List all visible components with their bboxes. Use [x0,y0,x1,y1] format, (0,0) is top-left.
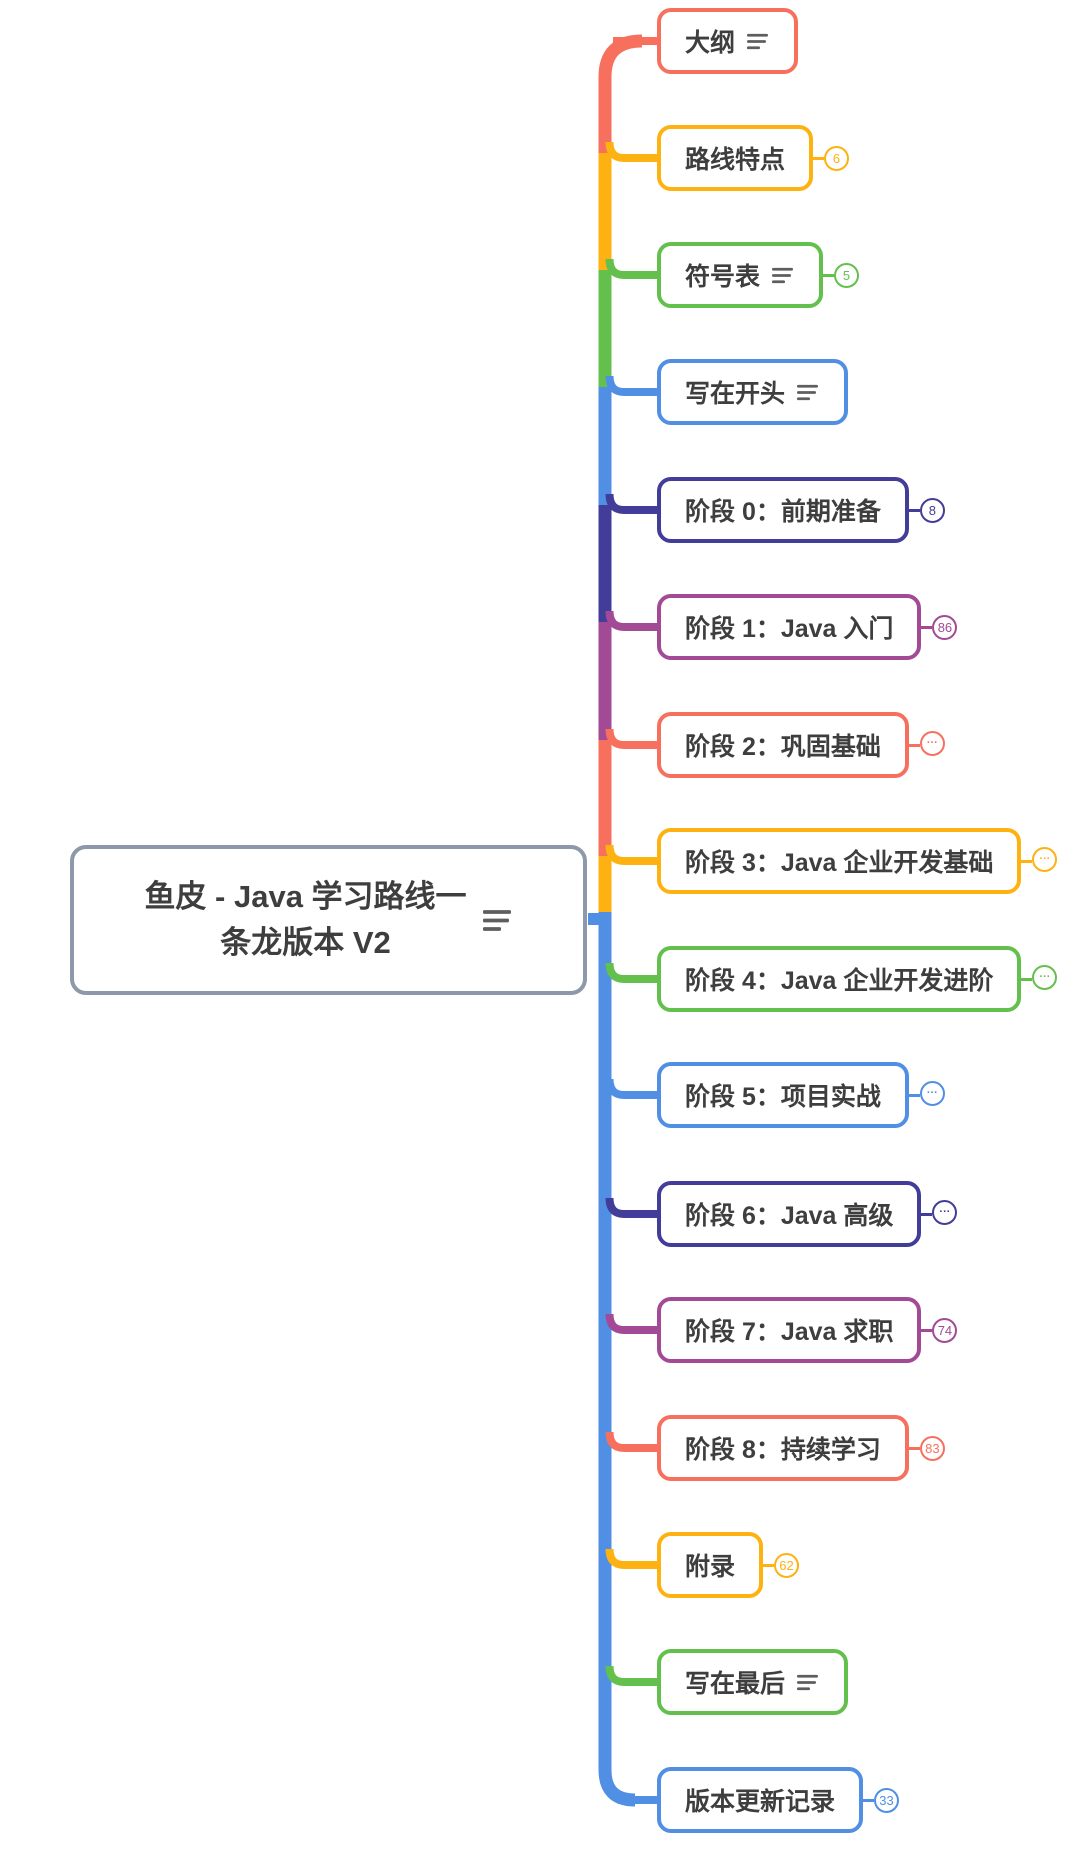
collapsed-badge[interactable]: ··· [1032,846,1058,872]
badge-connector [921,1328,933,1332]
node-label: 大纲 [685,29,736,57]
branch-row: 阶段 3：Java 企业开发基础 ··· [657,828,1058,894]
node-label: 阶段 7：Java 求职 [685,1318,894,1346]
count-badge[interactable]: 6 [824,145,850,171]
count-badge[interactable]: 8 [919,497,945,523]
root-label-line1: 鱼皮 - Java 学习路线一 [144,878,467,914]
count-badge[interactable]: 62 [774,1552,800,1578]
branch-row: 阶段 7：Java 求职 74 [657,1297,958,1363]
branch-row: 阶段 4：Java 企业开发进阶 ··· [657,946,1058,1012]
mindmap-node[interactable]: 写在最后 [657,1649,849,1715]
node-label: 阶段 4：Java 企业开发进阶 [685,967,994,995]
branch-connector [605,258,661,279]
count-badge[interactable]: 86 [932,614,958,640]
branch-row: 写在最后 [657,1649,849,1715]
collapsed-badge[interactable]: ··· [1032,964,1058,990]
mindmap-node[interactable]: 附录 [657,1532,764,1598]
node-label: 附录 [685,1553,736,1581]
node-label: 符号表 [685,263,761,291]
note-icon[interactable] [797,384,820,401]
badge-connector [1021,977,1033,981]
branch-row: 阶段 2：巩固基础 ··· [657,712,945,778]
branch-row: 阶段 0：前期准备 8 [657,477,945,543]
branch-connector [605,844,661,865]
branch-row: 写在开头 [657,359,849,425]
branch-connector [605,141,661,162]
branch-connector [605,1197,661,1218]
mindmap-node[interactable]: 大纲 [657,8,799,74]
trunk-segment [598,34,643,153]
badge-connector [908,1446,920,1450]
note-icon[interactable] [772,267,795,284]
mindmap-node[interactable]: 阶段 3：Java 企业开发基础 [657,828,1022,894]
badge-connector [921,625,933,629]
branch-row: 阶段 1：Java 入门 86 [657,594,958,660]
note-icon[interactable] [797,1674,820,1691]
mindmap-node[interactable]: 符号表 [657,242,824,308]
node-label: 阶段 6：Java 高级 [685,1202,894,1230]
badge-connector [908,1093,920,1097]
mindmap-node[interactable]: 阶段 4：Java 企业开发进阶 [657,946,1022,1012]
node-label: 路线特点 [685,146,786,174]
branch-connector [605,1665,661,1686]
node-label: 写在最后 [685,1670,786,1698]
branch-row: 大纲 [657,8,799,74]
branch-connector [605,610,661,631]
badge-connector [921,1212,933,1216]
collapsed-badge[interactable]: ··· [932,1199,958,1225]
mindmap-node[interactable]: 路线特点 [657,125,814,191]
node-label: 写在开头 [685,380,786,408]
node-label: 版本更新记录 [685,1788,836,1816]
branch-row: 阶段 6：Java 高级 ··· [657,1181,958,1247]
badge-connector [863,1798,875,1802]
branch-connector [605,493,661,514]
node-label: 阶段 3：Java 企业开发基础 [685,849,994,877]
branch-row: 版本更新记录 33 [657,1767,900,1833]
count-badge[interactable]: 74 [932,1317,958,1343]
branch-row: 附录 62 [657,1532,800,1598]
mindmap-node[interactable]: 阶段 8：持续学习 [657,1415,909,1481]
branch-connector [605,962,661,983]
count-badge[interactable]: 5 [834,262,860,288]
badge-connector [823,273,835,277]
count-badge[interactable]: 33 [874,1787,900,1813]
branch-connector [605,1078,661,1099]
badge-connector [908,508,920,512]
branch-row: 阶段 5：项目实战 ··· [657,1062,945,1128]
branch-connector [605,728,661,749]
branch-row: 阶段 8：持续学习 83 [657,1415,945,1481]
badge-connector [813,156,825,160]
note-icon[interactable] [747,33,770,50]
mindmap-node[interactable]: 阶段 1：Java 入门 [657,594,922,660]
branch-connector [605,1548,661,1569]
badge-connector [908,743,920,747]
mindmap-node[interactable]: 阶段 0：前期准备 [657,477,909,543]
node-label: 阶段 2：巩固基础 [685,733,881,761]
count-badge[interactable]: 83 [919,1435,945,1461]
mindmap-node[interactable]: 阶段 7：Java 求职 [657,1297,922,1363]
badge-connector [763,1563,775,1567]
branch-row: 路线特点 6 [657,125,850,191]
note-icon[interactable] [482,909,513,932]
root-label: 鱼皮 - Java 学习路线一 条龙版本 V2 [144,874,466,967]
root-label-line2: 条龙版本 V2 [220,925,391,960]
mindmap-node[interactable]: 阶段 5：项目实战 [657,1062,909,1128]
node-label: 阶段 5：项目实战 [685,1083,881,1111]
mindmap-node[interactable]: 阶段 6：Java 高级 [657,1181,922,1247]
node-label: 阶段 1：Java 入门 [685,615,894,643]
mindmap-node[interactable]: 版本更新记录 [657,1767,864,1833]
mindmap-node[interactable]: 阶段 2：巩固基础 [657,712,909,778]
branch-row: 符号表 5 [657,242,860,308]
branch-connector [605,375,661,396]
node-label: 阶段 0：前期准备 [685,498,881,526]
collapsed-badge[interactable]: ··· [919,1080,945,1106]
branch-connector [605,1313,661,1334]
badge-connector [1021,859,1033,863]
mindmap-node[interactable]: 写在开头 [657,359,849,425]
collapsed-badge[interactable]: ··· [919,730,945,756]
root-node[interactable]: 鱼皮 - Java 学习路线一 条龙版本 V2 [70,845,587,995]
branch-connector [605,1431,661,1452]
node-label: 阶段 8：持续学习 [685,1436,881,1464]
